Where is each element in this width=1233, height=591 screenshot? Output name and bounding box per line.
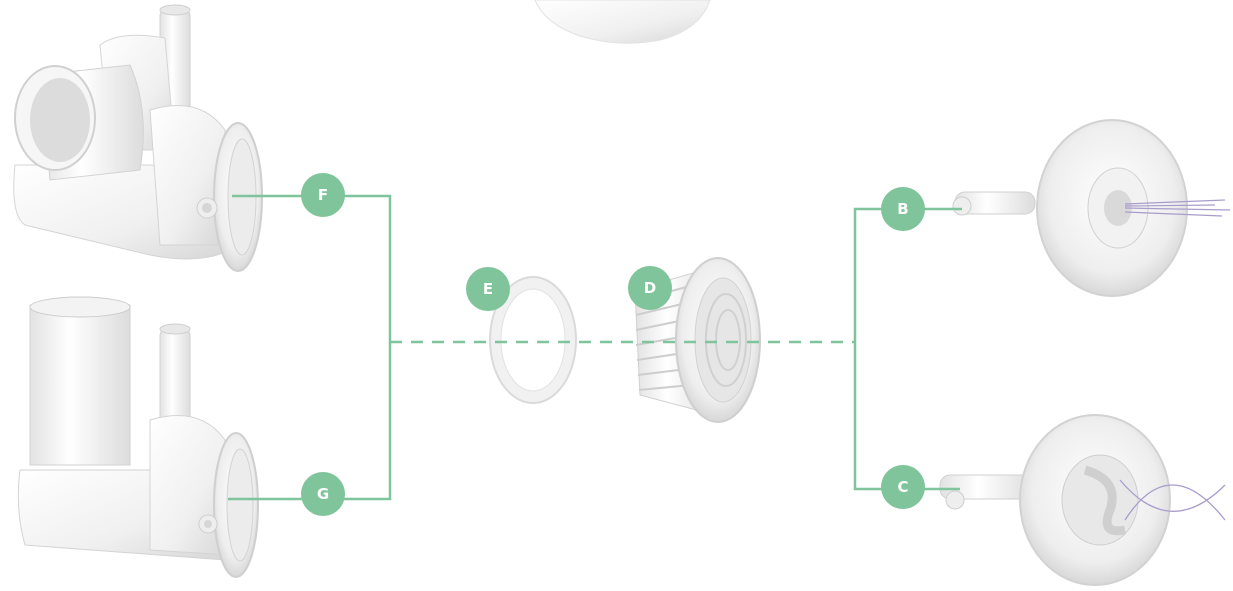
part-c-rotating-jet-insert (940, 415, 1225, 585)
badge-f: F (301, 173, 345, 217)
badge-g-text: G (317, 485, 329, 503)
badge-e-text: E (483, 280, 493, 298)
badge-b: B (881, 187, 925, 231)
badge-e: E (466, 267, 510, 311)
badge-c: C (881, 465, 925, 509)
part-f-jet-body (14, 5, 262, 271)
part-g-jet-body (18, 297, 258, 577)
connector-lines (228, 196, 962, 499)
badge-f-text: F (318, 186, 328, 204)
badge-g: G (301, 472, 345, 516)
part-b-jet-insert (953, 120, 1230, 296)
badge-b-text: B (897, 200, 908, 218)
badge-c-text: C (897, 478, 908, 496)
top-cover-part (535, 0, 710, 43)
badge-d: D (628, 266, 672, 310)
badge-d-text: D (644, 279, 656, 297)
